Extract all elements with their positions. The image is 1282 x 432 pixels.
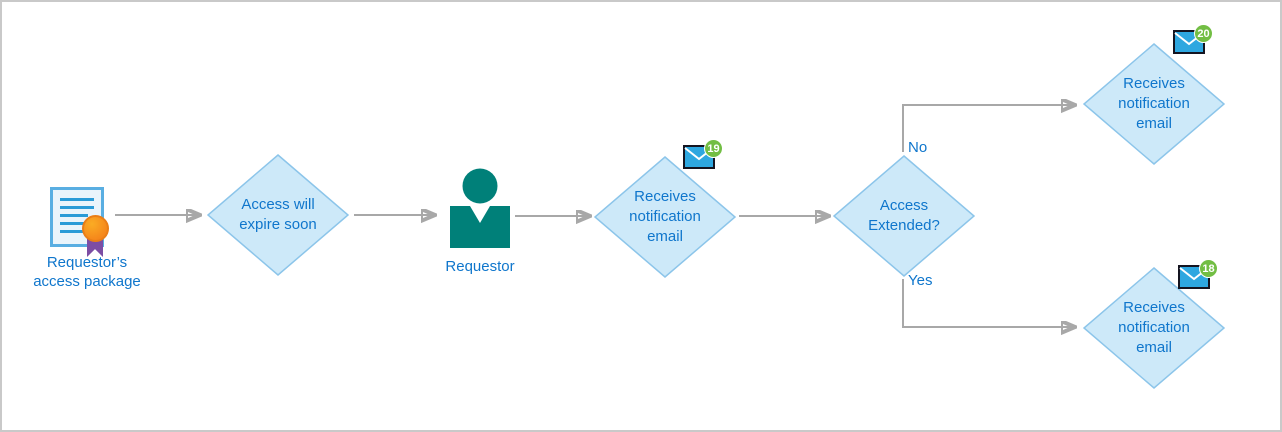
diamond-shape [207, 154, 349, 276]
node-receives-email-18: Receives notification email [1083, 267, 1225, 389]
branch-label-no: No [908, 139, 928, 156]
person-icon [449, 168, 511, 248]
branch-label-yes: Yes [908, 272, 933, 289]
node-label: Access will expire soon [239, 196, 317, 233]
certificate-seal-icon [82, 215, 109, 242]
node-receives-email-19: Receives notification email [594, 156, 736, 278]
diamond-shape [1083, 43, 1225, 165]
diamond-shape [833, 155, 975, 277]
access-package-label: Requestor’s access package [33, 254, 141, 290]
node-label: Receives notification email [629, 188, 701, 245]
node-label: Receives notification email [1118, 299, 1190, 356]
envelope-icon: 20 [1173, 24, 1215, 54]
envelope-icon: 18 [1178, 259, 1220, 289]
node-access-extended: Access Extended? [833, 155, 975, 277]
node-label: Access Extended? [868, 197, 940, 234]
email-count-badge: 19 [704, 139, 723, 158]
document-text-line [60, 222, 94, 225]
document-text-line [60, 198, 94, 201]
node-access-will-expire: Access will expire soon [207, 154, 349, 276]
arrow-branch-no [902, 105, 1073, 152]
document-text-line [60, 230, 84, 233]
diamond-shape [1083, 267, 1225, 389]
document-text-line [60, 214, 88, 217]
node-receives-email-20: Receives notification email [1083, 43, 1225, 165]
access-package-node [48, 185, 112, 261]
document-text-line [60, 206, 94, 209]
requestor-label: Requestor [445, 258, 515, 275]
diamond-shape [594, 156, 736, 278]
node-label: Receives notification email [1118, 75, 1190, 132]
email-count-badge: 18 [1199, 259, 1218, 278]
email-count-badge: 20 [1194, 24, 1213, 43]
envelope-icon: 19 [683, 139, 725, 169]
